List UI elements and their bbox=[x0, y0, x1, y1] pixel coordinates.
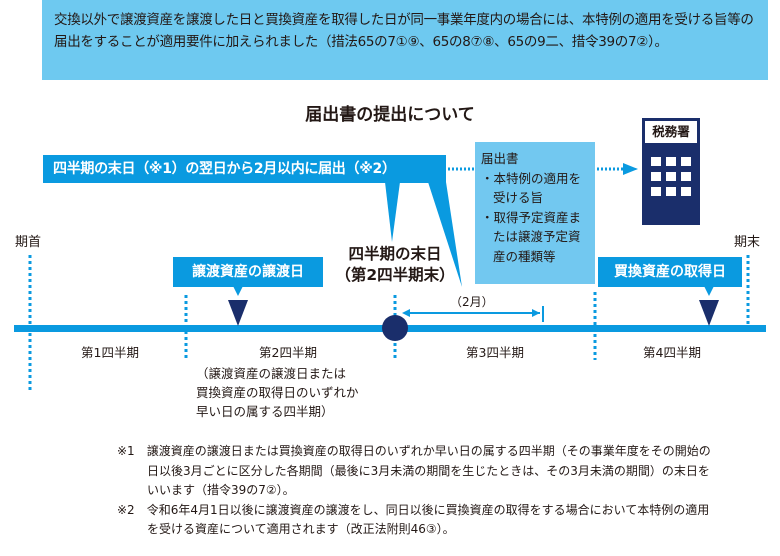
two-month-label: （2月） bbox=[450, 295, 494, 309]
quarter-end-label: 四半期の末日 （第2四半期末） bbox=[320, 244, 470, 286]
acquisition-date-tag: 買換資産の取得日 bbox=[598, 257, 742, 287]
transfer-tag-pointer bbox=[233, 286, 243, 296]
diagram-title: 届出書の提出について bbox=[305, 105, 475, 125]
notice-item: ・取得予定資産または譲渡予定資産の種類等 bbox=[481, 209, 582, 264]
transfer-date-tag: 譲渡資産の譲渡日 bbox=[173, 257, 323, 287]
quarter-1-label: 第1四半期 bbox=[81, 345, 139, 360]
quarter-end-marker bbox=[382, 315, 408, 341]
filing-deadline-banner: 四半期の末日（※1）の翌日から2月以内に届出（※2） bbox=[43, 155, 446, 183]
acquisition-date-marker bbox=[699, 300, 719, 326]
quarter-4-label: 第4四半期 bbox=[643, 345, 701, 360]
intro-box: 交換以外で譲渡資産を譲渡した日と買換資産を取得した日が同一事業年度内の場合には、… bbox=[42, 0, 768, 80]
notice-heading: 届出書 bbox=[481, 151, 519, 166]
tax-office-label: 税務署 bbox=[645, 121, 697, 143]
quarter-2-note: （譲渡資産の譲渡日または 買換資産の取得日のいずれか 早い日の属する四半期） bbox=[196, 364, 359, 421]
note-line: 買換資産の取得日のいずれか bbox=[196, 385, 359, 400]
footnote-1: ※1 譲渡資産の譲渡日または買換資産の取得日のいずれか早い日の属する四半期（その… bbox=[117, 444, 711, 497]
period-end-label: 期末 bbox=[734, 235, 761, 250]
acquisition-tag-pointer bbox=[704, 286, 714, 296]
callout-pointer-deadline bbox=[428, 182, 462, 287]
period-start-label: 期首 bbox=[15, 235, 42, 250]
transfer-date-marker bbox=[228, 300, 248, 326]
notice-item: ・本特例の適用を受ける旨 bbox=[481, 170, 582, 206]
footnote-2: ※2 令和6年4月1日以後に譲渡資産の譲渡をし、同日以後に買換資産の取得をする場… bbox=[117, 502, 710, 537]
quarter-end-line1: 四半期の末日 bbox=[348, 245, 442, 263]
note-line: （譲渡資産の譲渡日または bbox=[196, 366, 347, 381]
note-line: 早い日の属する四半期） bbox=[196, 404, 334, 419]
callout-pointer-quarter-end bbox=[385, 182, 400, 242]
arrow-head-icon bbox=[623, 163, 638, 175]
quarter-end-line2: （第2四半期末） bbox=[335, 266, 455, 284]
notification-form-box: 届出書 ・本特例の適用を受ける旨 ・取得予定資産または譲渡予定資産の種類等 bbox=[475, 142, 595, 284]
footnotes: ※1 譲渡資産の譲渡日または買換資産の取得日のいずれか早い日の属する四半期（その… bbox=[117, 442, 717, 540]
quarter-2-label: 第2四半期 bbox=[259, 345, 317, 360]
quarter-3-label: 第3四半期 bbox=[466, 345, 524, 360]
